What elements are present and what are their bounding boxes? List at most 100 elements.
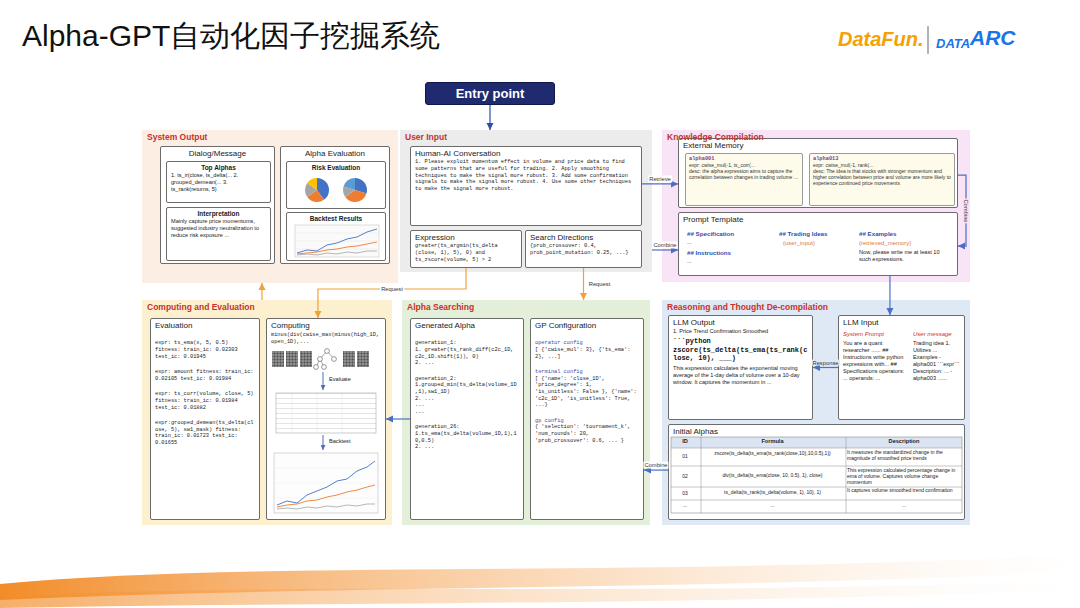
content-box: Generated Alpha generation_1:1. greater(t…: [410, 318, 524, 520]
table-cell: zscore(ts_delta(ts_ema(ts_rank(close,10)…: [702, 450, 843, 456]
node-text: 1.ts_ema(ts_delta(volume_1D,1),10,0.5): [415, 431, 519, 444]
graphic-circle: [311, 184, 323, 196]
chart-box: Backtest Results: [286, 212, 386, 261]
node-title: External Memory: [683, 141, 953, 151]
content-box: InterpretationMainly capture price momen…: [166, 207, 271, 261]
graphic-circle: [311, 184, 323, 196]
node-title: Computing: [271, 321, 310, 331]
node-text: {prob_crossover: 0.4, prob_point_mutatio…: [530, 243, 637, 256]
node-title: Generated Alpha: [415, 321, 519, 331]
graphic-rect: [300, 351, 312, 367]
table-cell: It measures the standardized change in t…: [847, 449, 961, 461]
graphic-line: [323, 372, 324, 390]
table-header: Description: [845, 438, 963, 444]
table-cell: ts_delta(ts_rank(ts_delta(volume, 1), 10…: [702, 489, 843, 495]
node-text: desc: The idea is that stocks with stron…: [813, 168, 951, 186]
node-title: Search Directions: [530, 233, 637, 243]
node-text: {retrieved_memory}: [859, 240, 911, 246]
node-title: Entry point: [426, 83, 554, 104]
graphic-circle: [311, 184, 323, 196]
graphic-line: [274, 468, 378, 469]
memory-card: alpha001expr: cwise_mul(-1, ts_corr(...d…: [685, 153, 803, 206]
section-panel: User InputHuman-AI Conversation1. Please…: [400, 130, 652, 272]
node-title: Dialog/Message: [165, 149, 270, 159]
table-cell: This expression calculated percentage ch…: [847, 467, 961, 485]
node-text: Mainly capture price momentums, suggeste…: [171, 218, 266, 239]
node-text: ```python zscore(ts_delta(ts_ema(ts_rank…: [673, 337, 808, 362]
graphic-circle: [349, 184, 361, 196]
table-cell: It captures volume smoothed trend confir…: [847, 487, 961, 493]
graphic-rect: [671, 437, 962, 448]
logo-text: ARC: [970, 26, 1016, 50]
node-text: generation_2:: [415, 376, 519, 383]
graphic-circle: [322, 365, 327, 370]
graphic-circle: [349, 184, 361, 196]
node-text: [ {'name': 'close_1D', 'price_degree': 1…: [535, 376, 639, 409]
edge-label: Retrieve: [648, 175, 672, 182]
graphic-circle: [311, 184, 323, 196]
node-text: expr: cwise_mul(-1, ts_corr(...: [689, 162, 799, 168]
node-title: Prompt Template: [683, 215, 743, 225]
graphic-line: [671, 500, 962, 501]
graphic-circle: [349, 184, 361, 196]
memory-card: alpha013expr: cwise_mul(-1, rank(...desc…: [809, 153, 955, 206]
node-text: ...: [687, 239, 692, 246]
node-text: generation_1:: [415, 340, 519, 347]
content-box: Top Alphas1. ts_ir(close, ts_delta(... 2…: [166, 161, 271, 203]
node-text: expr: ts_corr(volume, close, 5) fitness:…: [155, 391, 255, 411]
entry-box: Entry point: [425, 82, 555, 105]
edge-label: Response: [811, 359, 839, 366]
node-text: Backtest: [329, 438, 350, 445]
node-text: expr:grouped_demean(ts_delta(close, 5), …: [155, 420, 255, 446]
node-text: ## Specification: [687, 230, 734, 237]
section-panel: System OutputDialog/MessageTop Alphas1. …: [142, 130, 398, 283]
table-cell: ...: [702, 502, 843, 508]
connector-arrow: [261, 283, 262, 300]
connector-arrow: [583, 268, 584, 300]
group-box: Dialog/MessageTop Alphas1. ts_ir(close, …: [160, 146, 275, 264]
graphic-circle: [332, 357, 337, 362]
node-text: This expression calculates the exponenti…: [673, 365, 808, 386]
node-text: You are a quant researcher ...... ## Ins…: [843, 340, 909, 382]
edge-label: Request: [380, 286, 404, 293]
node-text: minus(div(cwise_max(minus(high_1D,open_1…: [271, 332, 381, 345]
group-box: Alpha Evaluation Risk Evaluation Backtes…: [280, 146, 390, 264]
node-text: 1. greater(ts_rank_diff(c2c_1D, c2c_1D.s…: [415, 347, 519, 360]
node-text: ...: [415, 409, 519, 416]
logo-text: DataFun.: [838, 28, 924, 51]
node-text: 2. ...: [415, 396, 519, 403]
node-text: ## Examples: [859, 230, 897, 237]
node-title: Interpretation: [171, 210, 266, 218]
node-title: Evaluation: [155, 321, 255, 331]
content-box: Human-AI Conversation1. Please exploit m…: [410, 146, 642, 226]
node-text: Now, please write me at least 10 such ex…: [859, 249, 951, 263]
node-title: alpha013: [813, 156, 951, 162]
node-text: {user_input}: [783, 240, 815, 246]
connector-arrow: [889, 276, 890, 315]
table-cell: ...: [847, 502, 961, 508]
chart-box: Risk Evaluation: [286, 161, 386, 209]
node-title: GP Configuration: [535, 321, 639, 331]
node-text: 2. ...: [415, 444, 519, 451]
graphic-circle: [349, 184, 361, 196]
node-title: System Output: [147, 132, 393, 143]
graphic-polyline: [297, 229, 377, 253]
graphic-circle: [325, 349, 330, 354]
graphic-line: [846, 437, 847, 513]
node-text: 1. ts_ir(close, ts_delta(... 2. grouped_…: [171, 172, 266, 193]
node-text: expr: cwise_mul(-1, rank(...: [813, 162, 951, 168]
graphic-polyline: [297, 242, 377, 254]
graphic-rect: [274, 453, 378, 513]
node-title: Backtest Results: [291, 215, 381, 223]
graphic-rect: [272, 351, 284, 367]
content-box: Computingminus(div(cwise_max(minus(high_…: [266, 318, 386, 520]
content-box: Expressiongreater(ts_argmin(ts_delta (cl…: [410, 230, 522, 268]
computing-illustration: [267, 319, 385, 517]
graphic-g: [349, 184, 361, 196]
section-panel: Knowledge CompilationExternal Memoryalph…: [662, 130, 970, 282]
edge-label: Combine: [963, 198, 970, 223]
graphic-circle: [314, 365, 319, 370]
table-header: Formula: [700, 438, 845, 444]
node-title: Top Alphas: [171, 164, 266, 172]
